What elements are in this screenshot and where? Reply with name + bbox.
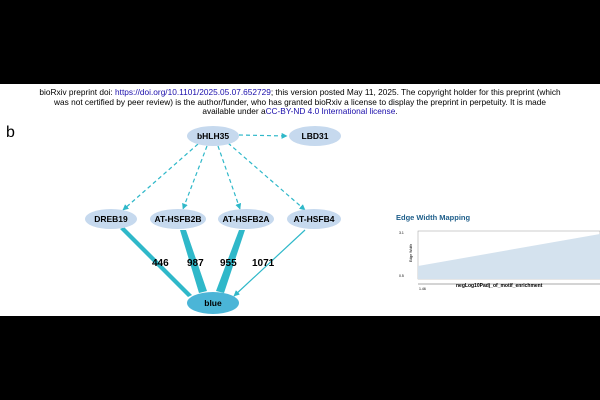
network-diagram: 446 987 955 1071 bHLH35 LBD31 DREB19 AT-… — [85, 126, 600, 314]
preprint-header: bioRxiv preprint doi: https://doi.org/10… — [0, 87, 600, 117]
node-dreb19[interactable]: DREB19 — [85, 209, 137, 229]
node-label-dreb19: DREB19 — [94, 214, 128, 224]
header-line3-suffix: . — [395, 106, 398, 117]
edge-label-hsfb2a: 955 — [220, 258, 237, 269]
edge-bhlh35-hsfb4 — [227, 142, 306, 211]
panel-label: b — [6, 124, 15, 141]
doi-link[interactable]: https://doi.org/10.1101/2025.05.07.65272… — [115, 87, 271, 97]
edge-bhlh35-lbd31 — [238, 132, 288, 139]
node-label-at-hsfb2a: AT-HSFB2A — [222, 214, 269, 224]
mapping-x-axis-label: negLog10Padj_of_motif_enrichment — [456, 283, 543, 289]
mapping-fill — [418, 234, 600, 279]
preprint-page: bioRxiv preprint doi: https://doi.org/10… — [0, 84, 600, 316]
node-lbd31[interactable]: LBD31 — [289, 126, 341, 146]
edge-bhlh35-hsfb2b — [182, 145, 208, 210]
edge-label-dreb19: 446 — [152, 258, 169, 269]
mapping-y-tick-bottom: 0.5 — [399, 274, 404, 278]
node-label-lbd31: LBD31 — [302, 131, 329, 141]
node-label-at-hsfb2b: AT-HSFB2B — [154, 214, 201, 224]
edge-label-hsfb2b: 987 — [187, 258, 204, 269]
mapping-y-axis-label: Edge Width — [409, 244, 413, 262]
solid-edges — [120, 227, 306, 297]
node-label-at-hsfb4: AT-HSFB4 — [294, 214, 335, 224]
edge-bhlh35-dreb19 — [122, 143, 199, 211]
edge-hsfb4-blue — [233, 229, 306, 297]
edge-dreb19-blue — [120, 227, 192, 297]
header-line2: was not certified by peer review) is the… — [54, 96, 546, 107]
license-link[interactable]: CC-BY-ND 4.0 International license — [265, 106, 396, 117]
mapping-title: Edge Width Mapping — [396, 213, 471, 222]
edge-width-mapping: Edge Width Mapping 3.1 0.5 Edge Width 1.… — [396, 213, 600, 291]
edge-hsfb2a-blue — [216, 230, 245, 293]
mapping-x-tick-left: 1.46 — [419, 287, 426, 291]
node-at-hsfb2a[interactable]: AT-HSFB2A — [218, 209, 274, 229]
node-label-blue: blue — [204, 298, 222, 308]
header-line1-prefix: bioRxiv preprint doi: — [39, 87, 116, 97]
header-line1-suffix: ; this version posted May 11, 2025. The … — [270, 87, 561, 97]
node-label-bhlh35: bHLH35 — [197, 131, 229, 141]
edge-hsfb2b-blue — [180, 230, 207, 293]
node-at-hsfb4[interactable]: AT-HSFB4 — [287, 209, 341, 229]
header-line3-prefix: available under a — [202, 106, 266, 117]
node-at-hsfb2b[interactable]: AT-HSFB2B — [150, 209, 206, 229]
mapping-y-tick-top: 3.1 — [399, 231, 404, 235]
edge-bhlh35-hsfb2a — [217, 145, 242, 210]
node-blue[interactable]: blue — [187, 292, 239, 314]
dashed-edges — [122, 132, 306, 211]
node-bhlh35[interactable]: bHLH35 — [187, 126, 239, 146]
edge-label-hsfb4: 1071 — [252, 258, 275, 269]
